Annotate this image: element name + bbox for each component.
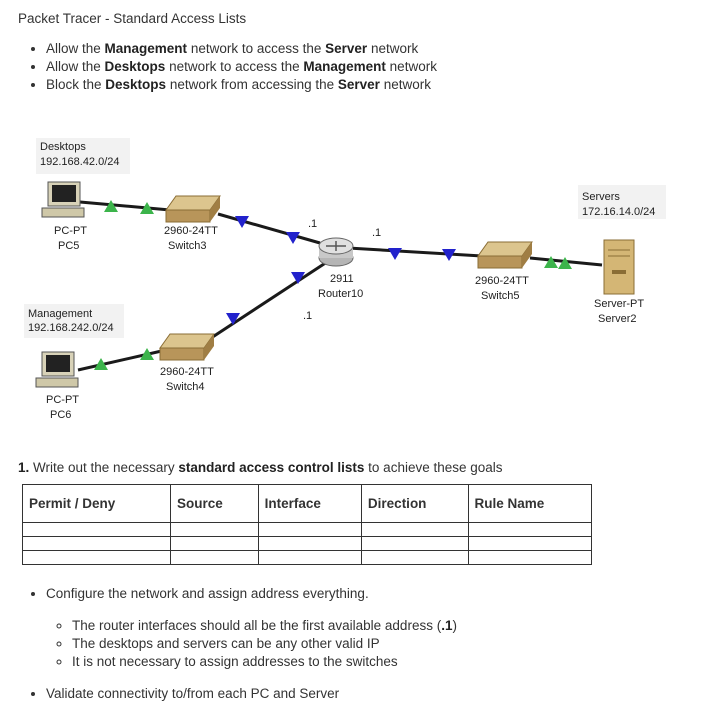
config-subitem: The router interfaces should all be the …	[72, 617, 457, 635]
switch4-icon[interactable]	[159, 333, 215, 361]
col-rule-name: Rule Name	[467, 484, 593, 523]
server-icon[interactable]	[603, 239, 635, 295]
table-cell[interactable]	[467, 550, 593, 565]
table-cell[interactable]	[467, 536, 593, 551]
table-cell[interactable]	[360, 550, 469, 565]
page-title: Packet Tracer - Standard Access Lists	[18, 11, 247, 26]
pc6-icon[interactable]	[35, 351, 79, 388]
acl-table: Permit / Deny Source Interface Direction…	[21, 484, 593, 565]
table-cell[interactable]	[170, 522, 259, 537]
config-sublist: The router interfaces should all be the …	[46, 617, 457, 671]
col-interface: Interface	[257, 484, 362, 523]
servers-network-address: 172.16.14.0/24	[582, 206, 655, 218]
question-1: 1. Write out the necessary standard acce…	[18, 460, 503, 475]
server-name-label: Server2	[598, 313, 637, 325]
table-cell[interactable]	[170, 536, 259, 551]
col-source: Source	[170, 484, 259, 523]
switch5-icon[interactable]	[477, 241, 533, 269]
goal-item: Allow the Desktops network to access the…	[46, 58, 437, 76]
interface-label-management: .1	[303, 310, 312, 322]
switch3-icon[interactable]	[165, 195, 221, 223]
pc6-name-label: PC6	[50, 409, 71, 421]
interface-label-servers: .1	[372, 227, 381, 239]
servers-network-name: Servers	[582, 191, 620, 203]
link-blocking-indicators	[226, 216, 456, 325]
table-row	[21, 550, 593, 565]
config-item: Configure the network and assign address…	[46, 585, 457, 671]
config-list: Configure the network and assign address…	[28, 585, 457, 703]
table-cell[interactable]	[257, 536, 362, 551]
table-cell[interactable]	[21, 536, 172, 551]
acl-table-header-row: Permit / Deny Source Interface Direction…	[21, 484, 593, 523]
switch4-name-label: Switch4	[166, 381, 205, 393]
switch3-type-label: 2960-24TT	[164, 225, 218, 237]
goal-item: Allow the Management network to access t…	[46, 40, 437, 58]
desktops-network-address: 192.168.42.0/24	[40, 156, 120, 168]
network-topology-diagram: Desktops 192.168.42.0/24 Management 192.…	[24, 138, 666, 421]
table-cell[interactable]	[257, 522, 362, 537]
table-cell[interactable]	[467, 522, 593, 537]
interface-label-desktops: .1	[308, 218, 317, 230]
config-subitem: It is not necessary to assign addresses …	[72, 653, 457, 671]
table-cell[interactable]	[257, 550, 362, 565]
config-item: Validate connectivity to/from each PC an…	[46, 685, 457, 703]
management-network-address: 192.168.242.0/24	[28, 322, 114, 334]
config-subitem: The desktops and servers can be any othe…	[72, 635, 457, 653]
table-cell[interactable]	[170, 550, 259, 565]
router-type-label: 2911	[330, 273, 354, 285]
pc6-type-label: PC-PT	[46, 394, 79, 406]
goal-item: Block the Desktops network from accessin…	[46, 76, 437, 94]
table-row	[21, 522, 593, 537]
table-cell[interactable]	[21, 550, 172, 565]
pc5-type-label: PC-PT	[54, 225, 87, 237]
switch5-name-label: Switch5	[481, 290, 520, 302]
goal-list: Allow the Management network to access t…	[28, 40, 437, 94]
management-label-box	[24, 304, 124, 338]
col-permit-deny: Permit / Deny	[21, 484, 172, 523]
col-direction: Direction	[360, 484, 469, 523]
table-cell[interactable]	[360, 536, 469, 551]
table-row	[21, 536, 593, 551]
router-icon[interactable]	[318, 237, 354, 267]
management-network-name: Management	[28, 308, 92, 320]
pc5-icon[interactable]	[41, 181, 85, 218]
table-cell[interactable]	[21, 522, 172, 537]
switch4-type-label: 2960-24TT	[160, 366, 214, 378]
table-cell[interactable]	[360, 522, 469, 537]
link-up-indicators	[94, 200, 572, 370]
server-type-label: Server-PT	[594, 298, 644, 310]
desktops-network-name: Desktops	[40, 141, 86, 153]
router-name-label: Router10	[318, 288, 363, 300]
pc5-name-label: PC5	[58, 240, 79, 252]
switch3-name-label: Switch3	[168, 240, 207, 252]
desktops-label-box	[36, 138, 130, 174]
switch5-type-label: 2960-24TT	[475, 275, 529, 287]
servers-label-box	[578, 185, 666, 219]
